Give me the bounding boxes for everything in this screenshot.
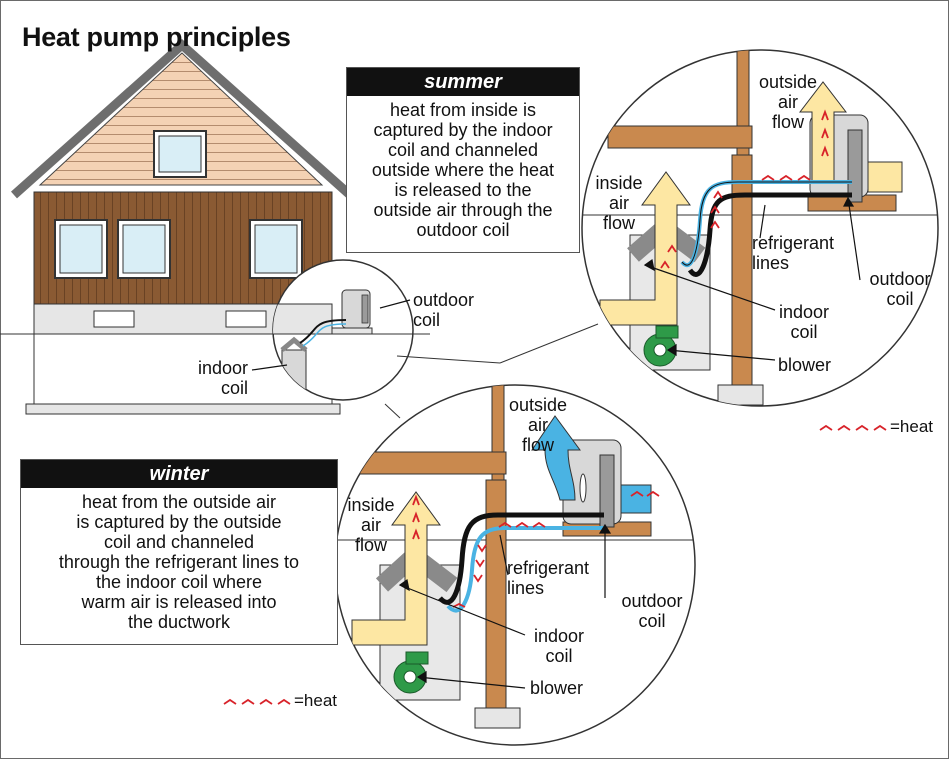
winter-legend-label: =heat bbox=[294, 691, 338, 710]
winter-outdoor-coil-label: outdoor coil bbox=[621, 591, 683, 631]
winter-legend-heat-symbol bbox=[223, 698, 291, 705]
summer-inside-air-flow-label: inside air flow bbox=[595, 173, 643, 233]
summer-description: heat from inside is captured by the indo… bbox=[371, 100, 555, 240]
winter-outside-air-flow-label: outside air flow bbox=[508, 395, 568, 455]
summer-legend-heat-symbol bbox=[819, 424, 887, 431]
summer-panel: summer heat from inside is captured by t… bbox=[346, 67, 580, 253]
house bbox=[0, 38, 430, 415]
winter-panel: winter heat from the outside air is capt… bbox=[20, 459, 338, 645]
summer-outside-air-flow-label: outside air flow bbox=[758, 72, 818, 132]
summer-detail bbox=[581, 49, 939, 407]
roof-gable bbox=[38, 52, 324, 186]
winter-description: heat from the outside air is captured by… bbox=[58, 492, 300, 632]
summer-indoor-coil-label: indoor coil bbox=[778, 302, 830, 342]
summer-refrigerant-lines-label: refrigerant lines bbox=[752, 233, 835, 273]
roof-edge bbox=[11, 38, 353, 199]
winter-blower-label: blower bbox=[530, 678, 584, 698]
summer-heading: summer bbox=[347, 68, 579, 96]
diagram-title: Heat pump principles bbox=[22, 22, 291, 52]
winter-refrigerant-lines-label: refrigerant lines bbox=[507, 558, 590, 598]
house-indoor-coil-label: indoor coil bbox=[197, 358, 248, 398]
summer-legend-label: =heat bbox=[890, 417, 934, 436]
winter-indoor-coil-label: indoor coil bbox=[533, 626, 585, 666]
winter-heading: winter bbox=[21, 460, 337, 488]
house-outdoor-coil-label: outdoor coil bbox=[413, 290, 475, 330]
summer-outdoor-coil-label: outdoor coil bbox=[869, 269, 931, 309]
winter-detail bbox=[334, 384, 696, 746]
summer-blower-label: blower bbox=[778, 355, 832, 375]
winter-inside-air-flow-label: inside air flow bbox=[347, 495, 395, 555]
